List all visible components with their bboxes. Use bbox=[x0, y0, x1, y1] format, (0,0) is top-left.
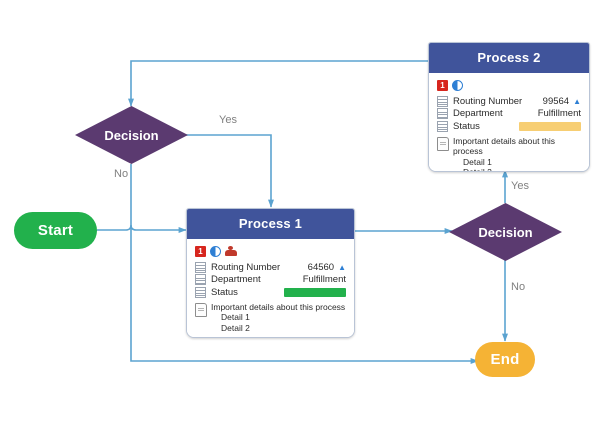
process-1-field-department: Department Fulfillment bbox=[195, 274, 346, 287]
note-item: Detail 1 bbox=[221, 312, 250, 322]
edge-label-decision2-yes: Yes bbox=[511, 180, 529, 192]
diamond-shape bbox=[75, 106, 188, 164]
process-2-field-status: Status bbox=[437, 120, 581, 133]
field-value: 64560 bbox=[307, 261, 335, 273]
caret-up-icon: ▲ bbox=[338, 262, 346, 272]
start-label: Start bbox=[37, 222, 74, 239]
field-key: Status bbox=[211, 286, 238, 298]
document-icon bbox=[195, 302, 207, 317]
notes-title: Important details about this process bbox=[453, 135, 556, 157]
table-icon bbox=[437, 108, 448, 120]
end-label: End bbox=[490, 351, 520, 368]
process-2-notes-lines: Important details about this process Det… bbox=[453, 135, 581, 172]
status-color-bar bbox=[519, 121, 581, 131]
process-2-icon-row: 1 bbox=[437, 79, 581, 92]
decision-1-node[interactable]: Decision bbox=[75, 106, 188, 164]
people-icon bbox=[225, 246, 237, 257]
edge-decision1-no-to-end bbox=[130, 164, 479, 364]
field-key: Routing Number bbox=[453, 95, 523, 107]
process-1-body: 1 Routing Number 64560 ▲ Department Fulf… bbox=[187, 239, 354, 337]
process-1-field-status: Status bbox=[195, 286, 346, 299]
document-icon bbox=[437, 136, 449, 151]
start-node[interactable]: Start bbox=[14, 212, 97, 249]
field-key: Status bbox=[453, 120, 480, 132]
process-2-field-routing-number: Routing Number 99564 ▲ bbox=[437, 95, 581, 108]
status-color-bar bbox=[284, 287, 346, 297]
edge-start-to-process1 bbox=[97, 224, 187, 233]
table-icon bbox=[195, 274, 206, 286]
field-key: Department bbox=[453, 108, 503, 120]
process-2-body: 1 Routing Number 99564 ▲ Department Fulf… bbox=[429, 73, 589, 172]
field-key: Routing Number bbox=[211, 261, 281, 273]
process-1-notes-lines: Important details about this process Det… bbox=[211, 302, 345, 334]
table-icon bbox=[195, 286, 206, 298]
process-2-notes: Important details about this process Det… bbox=[437, 135, 581, 172]
process-1-notes: Important details about this process Det… bbox=[195, 302, 346, 334]
edge-label-decision2-no: No bbox=[511, 281, 526, 293]
process-2-card[interactable]: Process 2 1 Routing Number 99564 ▲ Depar… bbox=[428, 42, 590, 172]
notes-title: Important details about this process bbox=[211, 301, 346, 312]
process-2-field-department: Department Fulfillment bbox=[437, 108, 581, 121]
process-1-icon-row: 1 bbox=[195, 245, 346, 258]
edge-label-decision1-no: No bbox=[114, 168, 129, 180]
field-value: Fulfillment bbox=[537, 108, 581, 120]
process-2-title: Process 2 bbox=[429, 43, 589, 73]
note-item: Detail 1 bbox=[463, 156, 492, 167]
decision-2-node[interactable]: Decision bbox=[449, 203, 562, 261]
note-item: Detail 2 bbox=[221, 322, 250, 333]
edge-process2-to-decision1 bbox=[128, 60, 429, 107]
edge-label-decision1-yes: Yes bbox=[219, 114, 237, 126]
diamond-shape bbox=[449, 203, 562, 261]
edge-decision1-yes-to-process1 bbox=[177, 134, 274, 208]
pie-progress-icon bbox=[210, 246, 221, 257]
table-icon bbox=[437, 95, 448, 107]
priority-1-icon: 1 bbox=[437, 80, 448, 91]
field-value: Fulfillment bbox=[302, 274, 346, 286]
process-1-field-routing-number: Routing Number 64560 ▲ bbox=[195, 261, 346, 274]
priority-1-icon: 1 bbox=[195, 246, 206, 257]
pie-progress-icon bbox=[452, 80, 463, 91]
table-icon bbox=[195, 261, 206, 273]
process-1-card[interactable]: Process 1 1 Routing Number 64560 ▲ Depar… bbox=[186, 208, 355, 338]
note-item: Detail 2 bbox=[463, 167, 492, 172]
caret-up-icon: ▲ bbox=[573, 96, 581, 106]
field-key: Department bbox=[211, 274, 261, 286]
process-1-title: Process 1 bbox=[187, 209, 354, 239]
end-node[interactable]: End bbox=[475, 342, 535, 377]
field-value: 99564 bbox=[542, 95, 570, 107]
table-icon bbox=[437, 120, 448, 132]
